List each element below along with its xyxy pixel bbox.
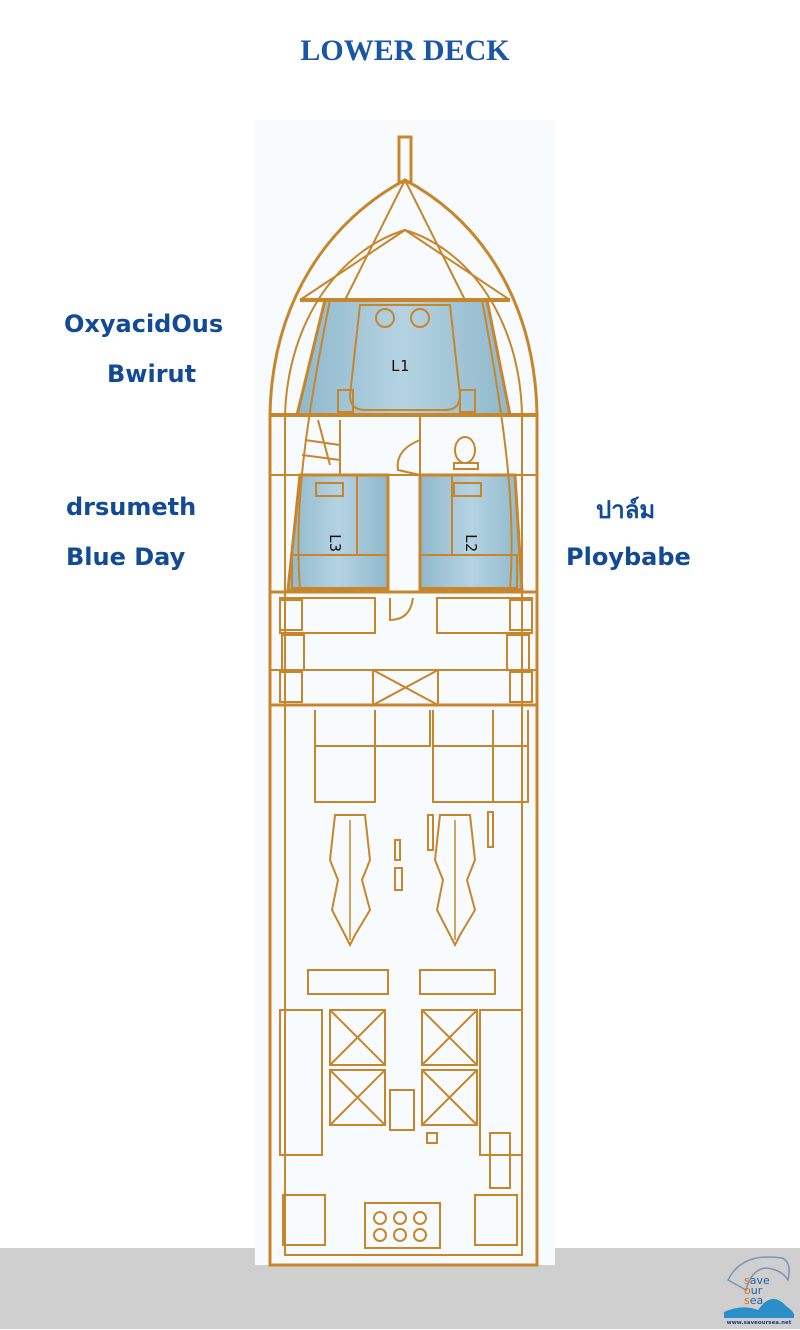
cabin-l2-label: L2 [462,534,480,552]
svg-text:sea: sea [744,1294,763,1307]
svg-text:save: save [744,1274,770,1287]
page-title: LOWER DECK [300,34,510,67]
svg-text:our: our [744,1284,763,1297]
cabin-l3 [286,473,390,592]
dolphin-icon [727,1256,790,1292]
guest-name-l3-1: drsumeth [66,493,197,521]
guest-name-l2-2: Ploybabe [566,543,691,571]
cabin-l2 [418,473,524,592]
wave-icon [724,1298,794,1318]
engine-port [328,814,372,948]
guest-name-l3-2: Blue Day [66,543,186,571]
guest-name-l1-1: OxyacidOus [64,310,224,338]
cabin-l1-label: L1 [391,357,409,375]
logo-url: www.saveoursea.net [727,1320,792,1326]
hull-outline [268,178,539,1267]
engine-starboard [433,814,477,948]
saveoursea-logo: save our sea www.saveoursea.net [722,1250,796,1326]
guest-name-l1-2: Bwirut [107,360,197,388]
cabin-l3-label: L3 [326,534,344,552]
guest-name-l2-1: ปาล์ม [596,496,656,524]
